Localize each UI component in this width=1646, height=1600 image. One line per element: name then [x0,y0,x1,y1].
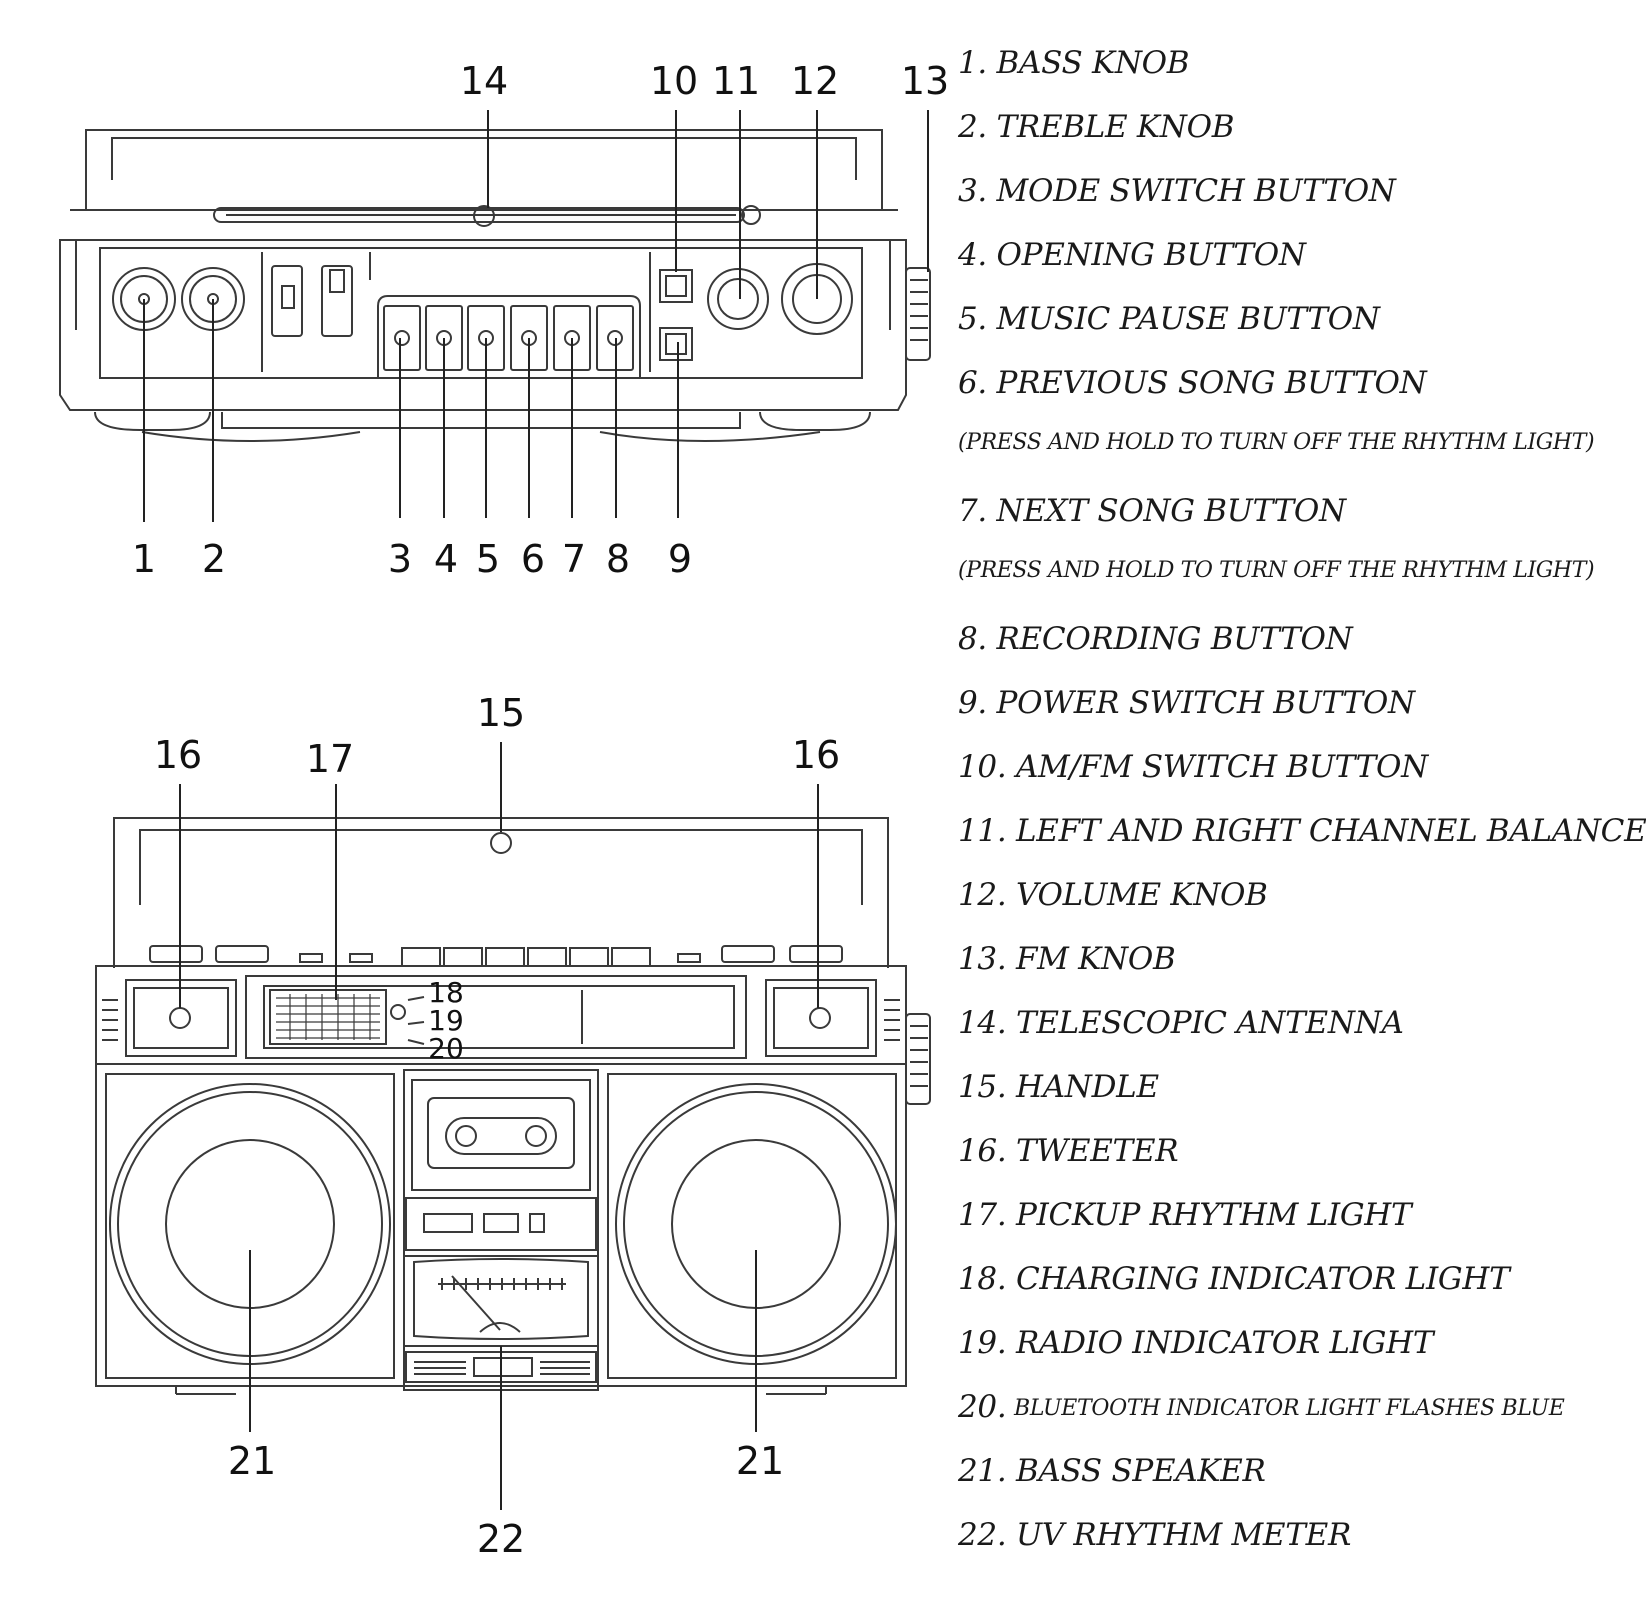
legend-item-6-note: (PRESS AND HOLD TO TURN OFF THE RHYTHM L… [958,430,1595,455]
legend-item-13: 13. FM KNOB [958,941,1176,977]
callout-13: 13 [901,59,949,103]
top-view-drawing [59,129,931,442]
legend-item-15: 15. HANDLE [958,1069,1159,1105]
legend-item-8: 8. RECORDING BUTTON [958,621,1353,657]
callout-22: 22 [477,1517,525,1561]
legend-item-7-note: (PRESS AND HOLD TO TURN OFF THE RHYTHM L… [958,558,1595,583]
legend-item-12: 12. VOLUME KNOB [958,877,1268,913]
legend-item-4: 4. OPENING BUTTON [958,237,1306,273]
legend-item-19: 19. RADIO INDICATOR LIGHT [958,1325,1434,1361]
right-tweeter-drawing [765,979,900,1057]
legend-item-22: 22. UV RHYTHM METER [958,1517,1351,1553]
rhythm-light-grid [276,994,380,1040]
legend-item-10: 10. AM/FM SWITCH BUTTON [958,749,1428,785]
legend: 1. BASS KNOB 2. TREBLE KNOB 3. MODE SWIT… [958,0,1646,1600]
callout-21-left: 21 [228,1439,276,1483]
left-tweeter-drawing [102,979,237,1057]
callout-16-left: 16 [154,733,202,777]
callout-18: 18 [428,976,464,1009]
antenna-drawing [213,205,761,227]
callout-11: 11 [712,59,760,103]
bottom-callout-numbers: 15 16 17 16 18 19 20 21 21 22 [154,691,840,1561]
callout-3: 3 [388,537,412,581]
callout-20: 20 [428,1032,464,1065]
fm-knob-drawing [905,267,931,361]
right-speaker-drawing [607,1073,897,1379]
legend-item-20-number: 20. [958,1389,1007,1425]
callout-16-right: 16 [792,733,840,777]
callout-2: 2 [202,537,226,581]
callout-12: 12 [791,59,839,103]
front-view-drawing [95,817,931,1395]
legend-item-21: 21. BASS SPEAKER [958,1453,1266,1489]
legend-item-7: 7. NEXT SONG BUTTON [958,493,1346,529]
callout-4: 4 [434,537,458,581]
callout-9: 9 [668,537,692,581]
legend-item-18: 18. CHARGING INDICATOR LIGHT [958,1261,1510,1297]
bottom-leader-lines [179,742,819,1510]
callout-14: 14 [460,59,508,103]
transport-buttons-drawing [383,305,634,371]
legend-item-5: 5. MUSIC PAUSE BUTTON [958,301,1380,337]
callout-15: 15 [477,691,525,735]
callout-19: 19 [428,1004,464,1037]
callout-8: 8 [606,537,630,581]
callout-10: 10 [650,59,698,103]
balance-knob-drawing [707,268,769,330]
legend-item-14: 14. TELESCOPIC ANTENNA [958,1005,1404,1041]
legend-item-9: 9. POWER SWITCH BUTTON [958,685,1415,721]
legend-item-1: 1. BASS KNOB [958,45,1190,81]
legend-item-16: 16. TWEETER [958,1133,1179,1169]
legend-item-6: 6. PREVIOUS SONG BUTTON [958,365,1427,401]
boombox-diagram: 14 10 11 12 13 1 2 3 4 5 6 7 8 9 15 16 1… [59,59,949,1561]
callout-17: 17 [306,737,354,781]
callout-1: 1 [132,537,156,581]
legend-item-20-text: BLUETOOTH INDICATOR LIGHT FLASHES BLUE [1014,1396,1565,1421]
callout-6: 6 [521,537,545,581]
top-leader-lines [143,110,929,522]
legend-item-11: 11. LEFT AND RIGHT CHANNEL BALANCE [958,813,1646,849]
callout-21-right: 21 [736,1439,784,1483]
legend-item-17: 17. PICKUP RHYTHM LIGHT [958,1197,1412,1233]
vu-meter-drawing [403,1255,599,1347]
legend-item-2: 2. TREBLE KNOB [958,109,1235,145]
callout-7: 7 [562,537,586,581]
callout-5: 5 [476,537,500,581]
legend-item-3: 3. MODE SWITCH BUTTON [958,173,1396,209]
top-callout-numbers: 14 10 11 12 13 1 2 3 4 5 6 7 8 9 [132,59,949,581]
cassette-drawing [411,1079,591,1191]
